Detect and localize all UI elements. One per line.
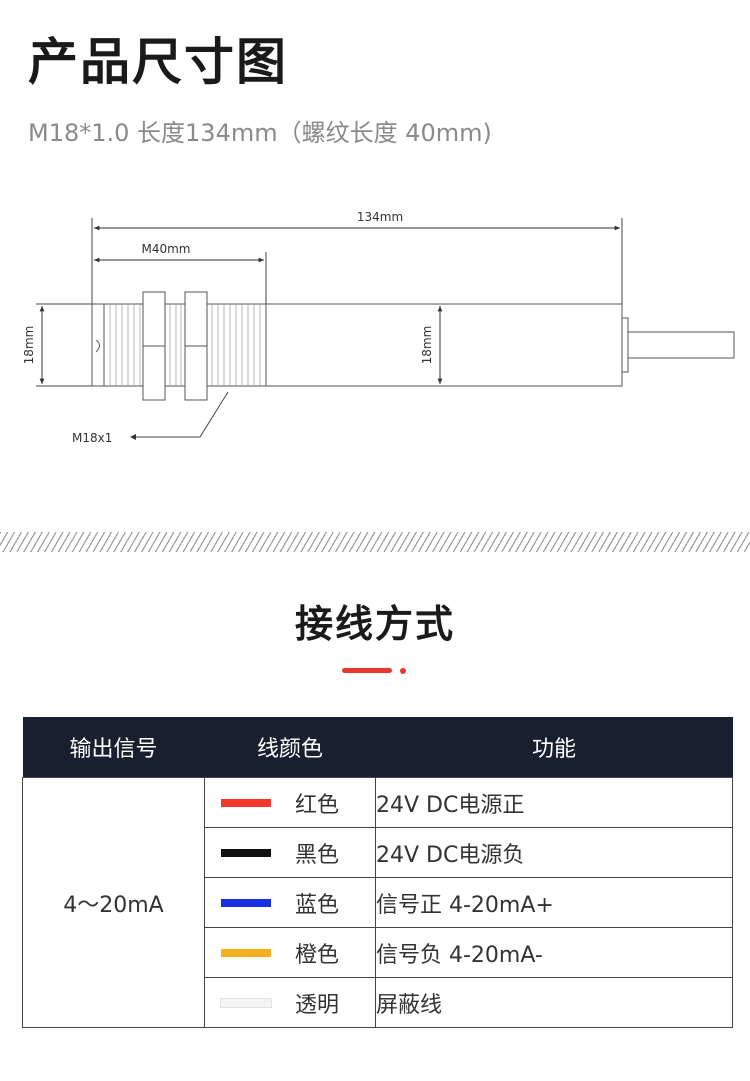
header-wire-color: 线颜色 xyxy=(204,717,376,778)
section-divider xyxy=(0,532,750,552)
title-accent-bar xyxy=(342,668,392,673)
dimension-diagram: 134mm M40mm 18mm 18mm M18x1 xyxy=(22,210,735,445)
wire-color-cell: 橙色 xyxy=(204,927,376,978)
dimension-subtitle: M18*1.0 长度134mm（螺纹长度 40mm) xyxy=(28,119,492,147)
wire-color-name: 黑色 xyxy=(295,842,340,868)
wire-swatch-orange xyxy=(221,948,271,957)
table-header-row: 输出信号 线颜色 功能 xyxy=(22,717,733,778)
table-row: 蓝色 信号正 4-20mA+ xyxy=(23,877,733,928)
wire-color-cell: 黑色 xyxy=(204,827,376,878)
header-output-signal: 输出信号 xyxy=(22,717,205,778)
page-title: 产品尺寸图 xyxy=(28,33,288,91)
function-cell: 屏蔽线 xyxy=(375,977,733,1028)
wire-swatch-clear xyxy=(220,997,272,1008)
wire-color-name: 透明 xyxy=(295,992,340,1018)
wire-swatch-red xyxy=(221,798,271,807)
header-function: 功能 xyxy=(375,717,733,778)
wire-color-cell: 红色 xyxy=(204,777,376,828)
thread-lines xyxy=(109,304,261,386)
extension-lines xyxy=(36,218,623,387)
wire-color-name: 橙色 xyxy=(295,942,340,968)
thread-callout-label: M18x1 xyxy=(72,431,112,445)
table-row: 橙色 信号负 4-20mA- xyxy=(23,927,733,978)
function-cell: 信号负 4-20mA- xyxy=(375,927,733,978)
wiring-section-title: 接线方式 xyxy=(294,602,455,646)
body-diameter-label: 18mm xyxy=(420,326,434,365)
total-length-label: 134mm xyxy=(357,210,403,224)
table-row: 4～20mA 红色 24V DC电源正 xyxy=(22,777,733,1028)
thread-callout-leader xyxy=(136,391,229,438)
wire-color-cell: 透明 xyxy=(204,977,376,1028)
wire-color-name: 蓝色 xyxy=(295,892,340,918)
title-accent-dot xyxy=(400,667,406,674)
wire-swatch-blue xyxy=(221,898,271,907)
function-cell: 24V DC电源负 xyxy=(375,827,733,878)
sensor-outline xyxy=(91,291,735,401)
table-row: 透明 屏蔽线 xyxy=(23,977,733,1028)
wire-color-cell: 蓝色 xyxy=(204,877,376,928)
function-cell: 24V DC电源正 xyxy=(375,777,733,828)
output-signal-cell: 4～20mA xyxy=(22,777,205,1028)
table-row: 黑色 24V DC电源负 xyxy=(23,827,733,878)
wire-swatch-black xyxy=(221,848,271,857)
thread-length-label: M40mm xyxy=(141,242,190,256)
wire-color-name: 红色 xyxy=(295,792,340,818)
left-diameter-label: 18mm xyxy=(22,326,36,365)
wiring-table: 输出信号 线颜色 功能 4～20mA 红色 24V DC电源正 黑色 24V D… xyxy=(22,717,733,1028)
function-cell: 信号正 4-20mA+ xyxy=(375,877,733,928)
